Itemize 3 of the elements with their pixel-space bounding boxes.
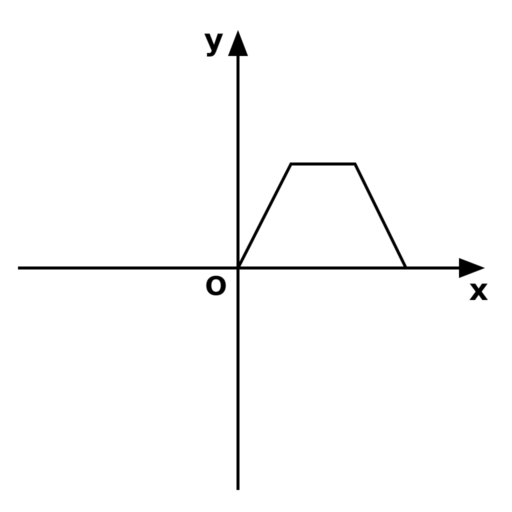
axis-label: y <box>204 26 224 56</box>
axis-label: O <box>205 274 228 300</box>
axis-label: x <box>469 276 488 306</box>
